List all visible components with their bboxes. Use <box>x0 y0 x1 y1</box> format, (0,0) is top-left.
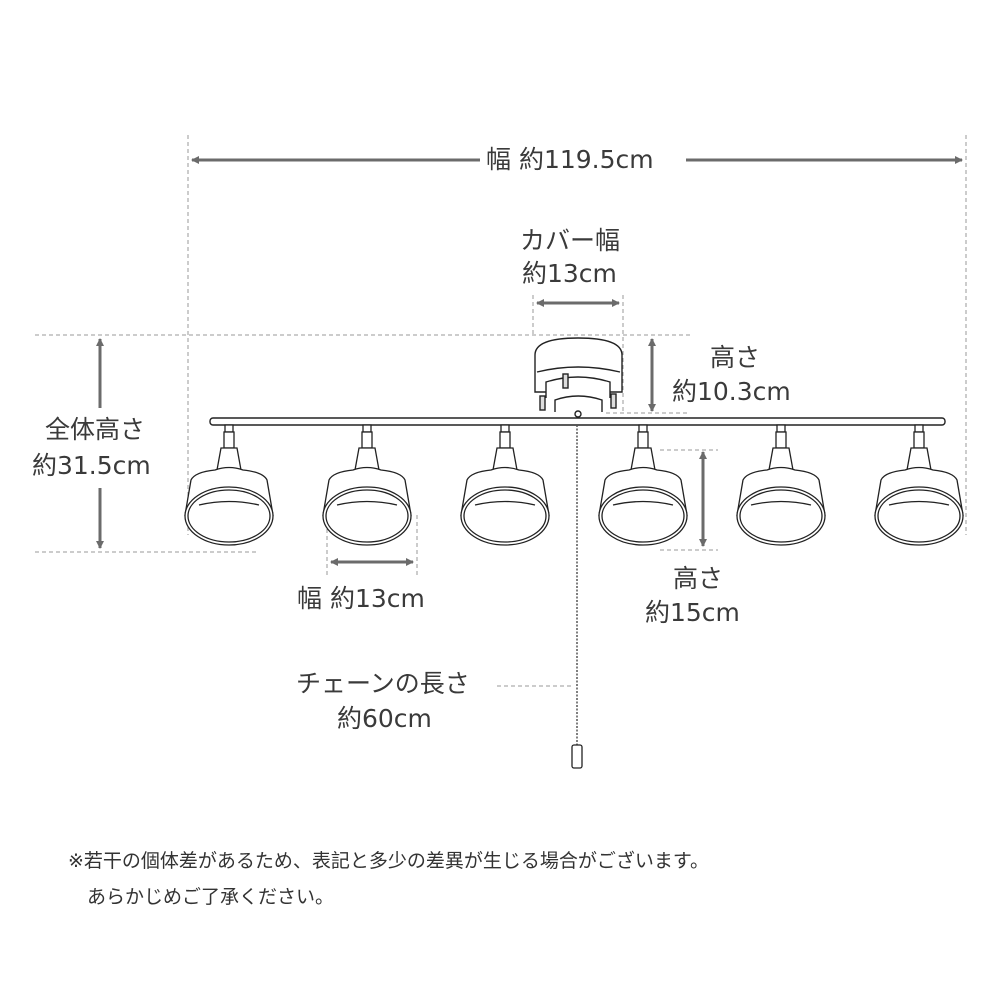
cover-width-title: カバー幅 <box>520 225 621 257</box>
canopy-height-title: 高さ <box>710 342 761 374</box>
lamp-shade <box>736 424 826 546</box>
canopy-height-value: 約10.3cm <box>672 376 791 408</box>
dimension-arrows <box>96 156 963 566</box>
lamp-shade <box>460 424 550 546</box>
shade-width-label: 幅 約13cm <box>297 583 425 615</box>
lamp-group <box>184 424 964 546</box>
lamp-shade <box>598 424 688 546</box>
guide-lines <box>35 135 967 687</box>
disclaimer-line-1: ※若干の個体差があるため、表記と多少の差異が生じる場合がございます。 <box>68 850 710 872</box>
shade-height-value: 約15cm <box>645 597 740 629</box>
cover-width-value: 約13cm <box>522 258 617 290</box>
lamp-bar <box>209 417 946 426</box>
lamp-shade <box>184 424 274 546</box>
canopy <box>534 337 623 418</box>
lamp-shade <box>874 424 964 546</box>
shade-height-title: 高さ <box>673 563 724 595</box>
total-height-value: 約31.5cm <box>32 450 151 482</box>
lamp-shade <box>322 424 412 546</box>
total-width-label: 幅 約119.5cm <box>486 144 654 176</box>
total-height-title: 全体高さ <box>45 414 146 446</box>
chain-length-title: チェーンの長さ <box>296 668 470 700</box>
pull-chain <box>571 425 583 769</box>
disclaimer-line-2: あらかじめご了承ください。 <box>68 886 335 908</box>
chain-length-value: 約60cm <box>337 703 432 735</box>
